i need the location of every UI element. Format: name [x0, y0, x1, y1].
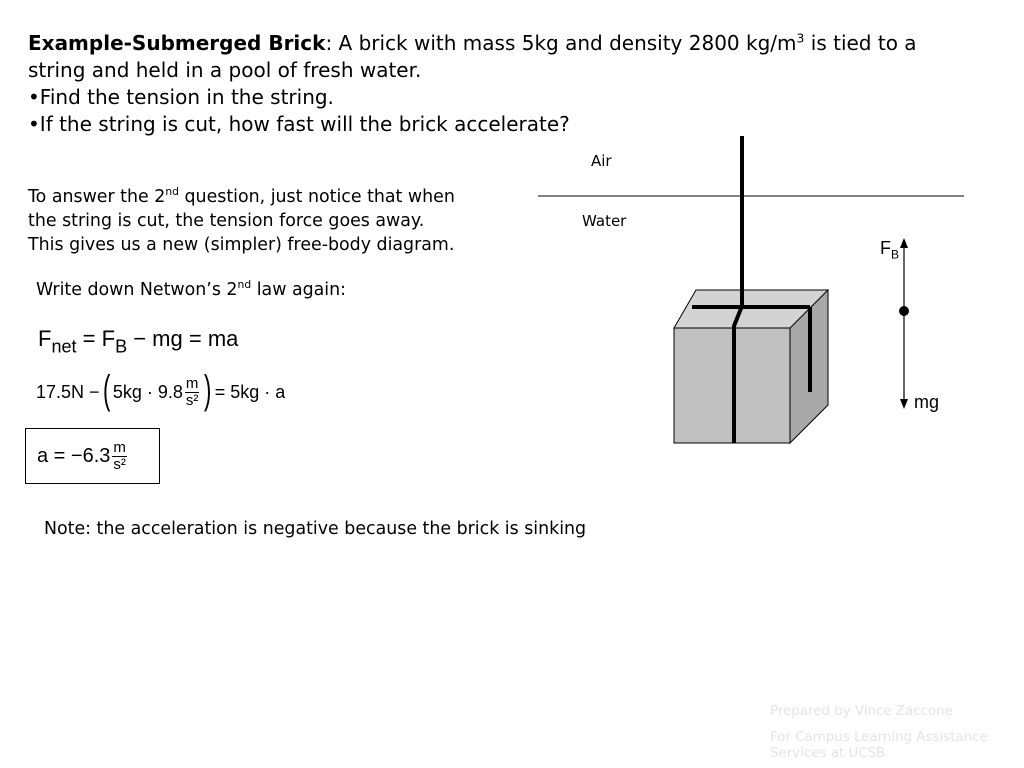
problem-text-tail: is tied to a string and held in a pool o…	[28, 31, 917, 82]
free-body-diagram	[899, 238, 909, 409]
problem-title: Example-Submerged Brick	[28, 31, 326, 55]
weight-label: mg	[914, 392, 940, 412]
problem-statement: Example-Submerged Brick: A brick with ma…	[28, 30, 978, 138]
note-text: Note: the acceleration is negative becau…	[44, 519, 587, 539]
explanation-line-3: This gives us a new (simpler) free-body …	[28, 235, 455, 255]
footer-credit: Prepared by Vince Zaccone	[770, 704, 953, 719]
explanation-text: To answer the 2nd question, just notice …	[28, 185, 538, 257]
equation-newton-second-law: Fnet = FB − mg = ma	[38, 326, 239, 357]
air-label: Air	[591, 152, 612, 170]
density-exponent: 3	[796, 30, 805, 46]
string	[692, 136, 812, 443]
weight-force-arrow-icon	[900, 399, 908, 409]
brick	[673, 288, 829, 445]
buoyant-force-arrow-icon	[900, 238, 908, 248]
question-bullet-1: •Find the tension in the string.	[28, 85, 334, 109]
question-bullet-2: •If the string is cut, how fast will the…	[28, 112, 570, 136]
water-label: Water	[582, 212, 627, 230]
problem-text: : A brick with mass 5kg and density 2800…	[325, 31, 797, 55]
newton-law-instruction: Write down Netwon’s 2nd law again:	[36, 278, 347, 300]
explanation-line-1: To answer the 2nd question, just notice …	[28, 185, 455, 207]
point-mass-dot	[899, 306, 909, 316]
explanation-line-2: the string is cut, the tension force goe…	[28, 211, 425, 231]
buoyant-force-label: FB	[880, 238, 900, 262]
